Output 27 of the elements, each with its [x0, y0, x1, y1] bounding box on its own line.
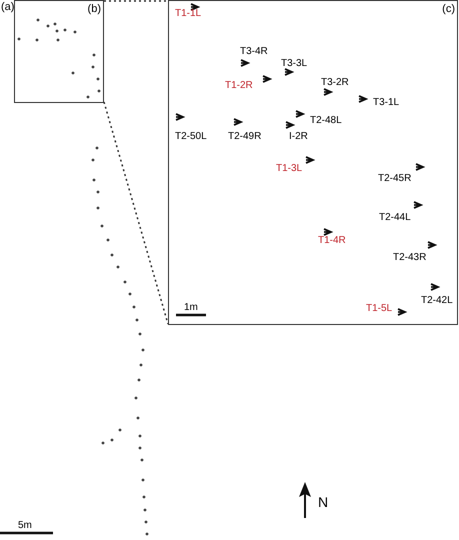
scale-label: 1m: [184, 302, 198, 313]
scale-label: 5m: [18, 520, 32, 531]
panel-letter: (b): [88, 3, 101, 15]
panel-letter: (c): [442, 3, 455, 15]
north-label: N: [318, 496, 328, 508]
track-label: T3-1L: [373, 97, 400, 108]
track-label: T2-49R: [228, 131, 262, 142]
track-label: T2-45R: [378, 173, 412, 184]
track-label: T2-42L: [421, 295, 453, 306]
track-label: T1-5L: [366, 303, 392, 314]
track-label: T2-48L: [310, 115, 342, 126]
track-label: T1-3L: [276, 163, 302, 174]
track-label: T1-4R: [318, 235, 346, 246]
track-label: T2-44L: [379, 212, 411, 223]
track-label: T1-1L: [175, 8, 202, 19]
track-label: T2-43R: [393, 252, 426, 263]
track-label: T3-3L: [281, 58, 308, 69]
panel-letter: (a): [1, 1, 14, 13]
track-label: T3-4R: [240, 46, 268, 57]
map-panel: [168, 0, 458, 325]
leader-line: [104, 0, 168, 2]
track-label: I-2R: [289, 131, 308, 142]
track-label: T3-2R: [321, 77, 349, 88]
inset-frame: [14, 0, 104, 103]
track-label: T1-2R: [225, 80, 253, 91]
leader-line: [103, 102, 169, 324]
track-label: T2-50L: [175, 131, 207, 142]
